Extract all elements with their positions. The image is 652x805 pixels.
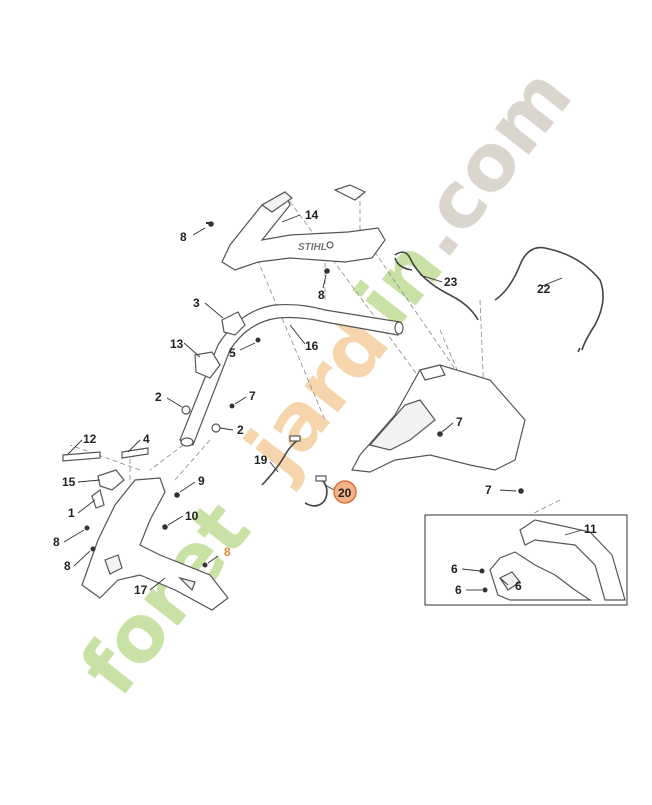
- cable-part-23[interactable]: [394, 251, 479, 321]
- callout-15[interactable]: 15: [62, 475, 76, 489]
- bail-wire-part-22[interactable]: [494, 246, 604, 353]
- screw-icon: [518, 488, 524, 494]
- callout-2[interactable]: 2: [155, 390, 162, 404]
- callout-23[interactable]: 23: [444, 275, 458, 289]
- watermark-grey-text: .com: [389, 52, 590, 273]
- callout-2[interactable]: 2: [237, 423, 244, 437]
- callout-19[interactable]: 19: [254, 453, 268, 467]
- screw-icon: [255, 337, 261, 343]
- clamp-part-15[interactable]: [97, 469, 125, 491]
- screw-icon: [162, 524, 168, 530]
- handle-tube-part-16[interactable]: [179, 303, 404, 447]
- callout-5[interactable]: 5: [229, 346, 236, 360]
- washer-part-2-a[interactable]: [181, 405, 191, 415]
- mower-deck[interactable]: [351, 364, 526, 473]
- stihl-logo: STIHL: [298, 242, 327, 253]
- screw-icon: [90, 546, 96, 552]
- callout-7[interactable]: 7: [249, 389, 256, 403]
- screw-icon: [174, 492, 180, 498]
- knob-part-13[interactable]: [194, 351, 221, 379]
- bolt-part-4[interactable]: [121, 447, 149, 459]
- callout-14[interactable]: 14: [305, 208, 319, 222]
- callout-8[interactable]: 8: [180, 230, 187, 244]
- callout-labels: 14 8 8 23 22 3 5 16 13 2 7 2 7 12 4 19 2…: [53, 208, 597, 597]
- highlight-circle: [333, 480, 357, 504]
- callout-10[interactable]: 10: [185, 509, 199, 523]
- callout-7[interactable]: 7: [485, 483, 492, 497]
- bolt-part-12[interactable]: [62, 451, 101, 462]
- callout-9[interactable]: 9: [198, 474, 205, 488]
- callout-22[interactable]: 22: [537, 282, 551, 296]
- cable-part-19[interactable]: [261, 435, 301, 486]
- clip-part-3[interactable]: [221, 311, 246, 336]
- callout-3[interactable]: 3: [193, 296, 200, 310]
- callout-8-orange[interactable]: 8: [224, 545, 231, 559]
- screw-icon: [206, 221, 214, 227]
- screw-icon: [84, 525, 90, 531]
- callout-6[interactable]: 6: [451, 562, 458, 576]
- callout-17[interactable]: 17: [134, 583, 148, 597]
- callout-7[interactable]: 7: [456, 415, 463, 429]
- screw-icon: [229, 403, 235, 409]
- watermark-green-text: foret: [64, 486, 268, 712]
- callout-8[interactable]: 8: [64, 559, 71, 573]
- callout-11[interactable]: 11: [584, 522, 597, 536]
- leader-lines: [63, 214, 583, 591]
- lever-part-1[interactable]: [91, 488, 105, 509]
- callout-1[interactable]: 1: [68, 506, 75, 520]
- callout-13[interactable]: 13: [170, 337, 184, 351]
- callout-8[interactable]: 8: [318, 288, 325, 302]
- callout-12[interactable]: 12: [83, 432, 97, 446]
- screw-icon: [482, 587, 488, 593]
- detail-inset: [424, 514, 628, 606]
- screw-icon: [479, 568, 485, 574]
- callout-6[interactable]: 6: [455, 583, 462, 597]
- screw-icon: [437, 431, 443, 437]
- callout-8[interactable]: 8: [53, 535, 60, 549]
- screw-icon: [324, 268, 330, 274]
- lower-bracket-part-17[interactable]: [81, 477, 229, 611]
- screws: [84, 221, 524, 593]
- washer-part-2-b[interactable]: [211, 423, 221, 433]
- callout-16[interactable]: 16: [305, 339, 319, 353]
- callout-6[interactable]: 6: [515, 579, 522, 593]
- watermark: foret jard in .com: [64, 52, 590, 711]
- callout-4[interactable]: 4: [143, 432, 150, 446]
- callout-20-highlighted[interactable]: 20: [338, 486, 352, 500]
- screw-icon: [202, 562, 208, 568]
- upper-handle-part-14[interactable]: STIHL: [221, 184, 386, 271]
